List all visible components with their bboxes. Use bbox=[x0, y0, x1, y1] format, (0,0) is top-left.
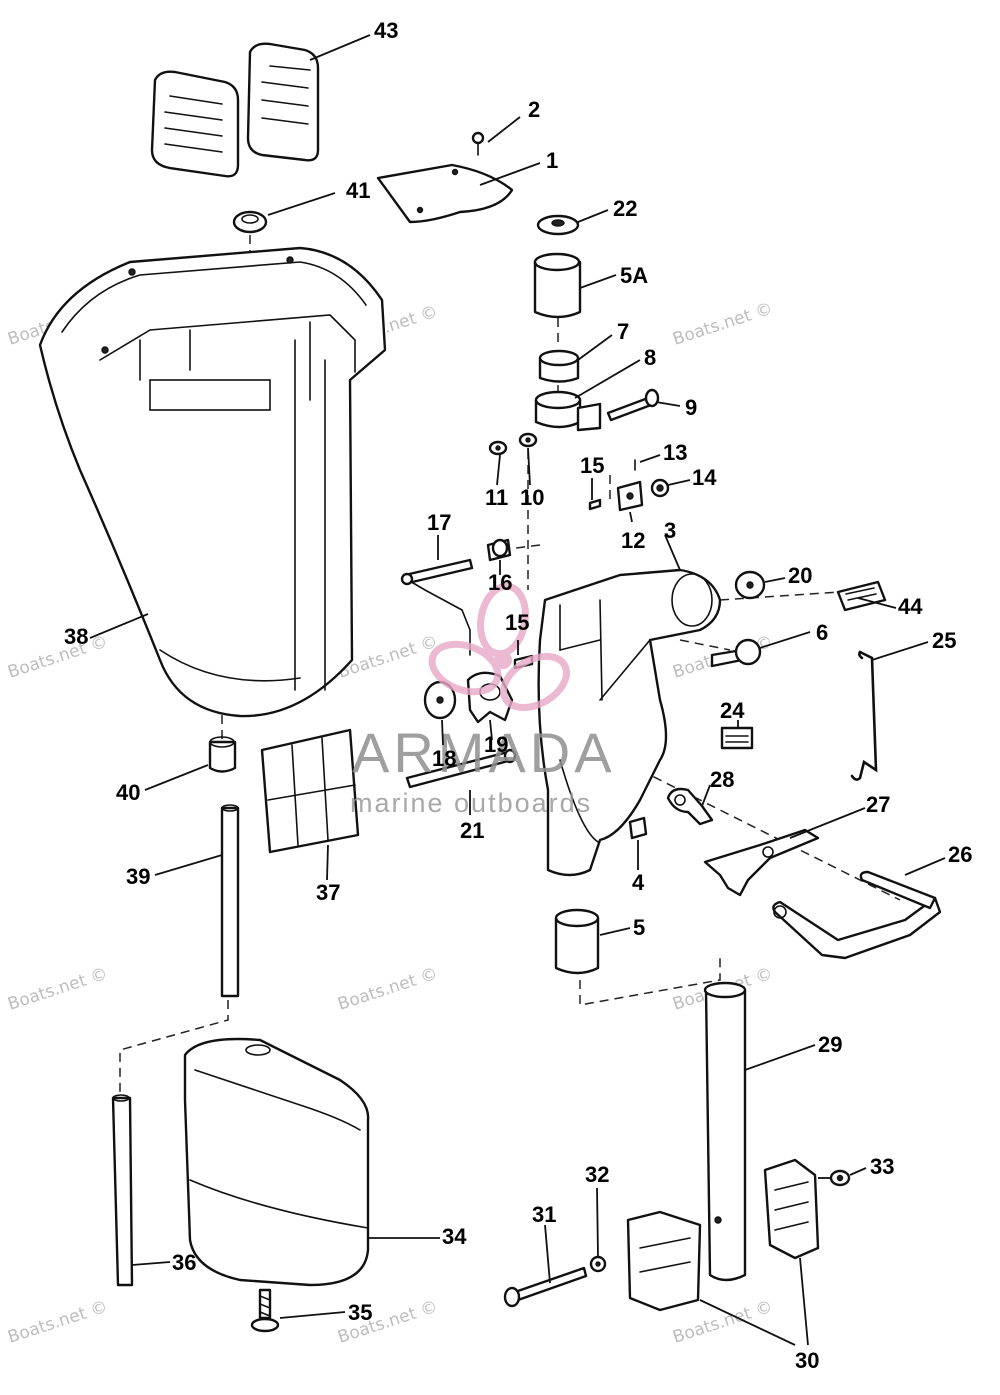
watermark: Boats.net © bbox=[335, 964, 440, 1015]
callout-35: 35 bbox=[348, 1300, 372, 1325]
callout-36: 36 bbox=[172, 1250, 196, 1275]
callout-27: 27 bbox=[866, 792, 890, 817]
callout-26: 26 bbox=[948, 842, 972, 867]
part-29-steering-tube[interactable] bbox=[703, 981, 747, 1282]
callout-4: 4 bbox=[632, 870, 645, 895]
part-10-washer[interactable] bbox=[518, 432, 538, 448]
callout-19: 19 bbox=[484, 732, 508, 757]
callout-41: 41 bbox=[346, 178, 370, 203]
part-12-block[interactable] bbox=[616, 480, 644, 512]
part-32-washer[interactable] bbox=[589, 1255, 607, 1273]
callout-15-upper: 15 bbox=[580, 453, 604, 478]
part-36-rod[interactable] bbox=[111, 1094, 134, 1287]
part-16-bushing[interactable] bbox=[486, 538, 512, 562]
part-38-driveshaft-housing[interactable] bbox=[38, 246, 387, 718]
part-30-clamp-right[interactable] bbox=[763, 1158, 820, 1260]
callout-labels: 43 2 1 41 22 5A 7 8 9 13 14 15 11 10 12 … bbox=[64, 18, 972, 1373]
callout-8: 8 bbox=[644, 345, 656, 370]
part-37-rubber-mount[interactable] bbox=[260, 728, 360, 854]
part-4-screw[interactable] bbox=[628, 816, 648, 840]
logo-subtitle: marine outboards bbox=[350, 788, 592, 818]
part-5-bushing[interactable] bbox=[554, 908, 600, 975]
callout-6: 6 bbox=[816, 620, 828, 645]
part-22-bearing[interactable] bbox=[536, 214, 580, 236]
callout-5a: 5A bbox=[620, 263, 648, 288]
callout-1: 1 bbox=[546, 148, 558, 173]
part-27-tilt-bracket[interactable] bbox=[703, 828, 820, 897]
watermark: Boats.net © bbox=[5, 964, 110, 1015]
callout-40: 40 bbox=[116, 780, 140, 805]
callout-20: 20 bbox=[788, 563, 812, 588]
part-40-bushing[interactable] bbox=[208, 736, 237, 773]
callout-32: 32 bbox=[585, 1162, 609, 1187]
callout-28: 28 bbox=[710, 767, 734, 792]
callout-30: 30 bbox=[795, 1348, 819, 1373]
callout-14: 14 bbox=[692, 465, 717, 490]
part-26-tilt-lever[interactable] bbox=[772, 870, 942, 960]
part-9-bolt[interactable] bbox=[606, 388, 660, 422]
part-2-screw[interactable] bbox=[471, 131, 485, 156]
logo-title: ARMADA bbox=[352, 721, 616, 784]
part-6-bolt[interactable] bbox=[710, 638, 762, 668]
part-43-cover-brackets[interactable] bbox=[150, 42, 320, 178]
callout-18: 18 bbox=[432, 746, 456, 771]
callout-11: 11 bbox=[485, 485, 508, 510]
callout-2: 2 bbox=[528, 97, 540, 122]
callout-39: 39 bbox=[126, 864, 150, 889]
part-30-clamp-left[interactable] bbox=[626, 1210, 702, 1312]
callout-10: 10 bbox=[520, 485, 544, 510]
part-33-nut[interactable] bbox=[829, 1169, 851, 1187]
callout-22: 22 bbox=[613, 196, 637, 221]
callout-24: 24 bbox=[720, 698, 745, 723]
leader-lines bbox=[89, 34, 946, 1346]
callout-31: 31 bbox=[532, 1202, 556, 1227]
callout-34: 34 bbox=[442, 1224, 467, 1249]
callout-15-lower: 15 bbox=[505, 610, 529, 635]
callout-7: 7 bbox=[617, 319, 629, 344]
callout-38: 38 bbox=[64, 624, 88, 649]
part-1-plate[interactable] bbox=[376, 163, 514, 224]
callout-13: 13 bbox=[663, 440, 687, 465]
part-31-bolt[interactable] bbox=[503, 1266, 588, 1308]
callout-44: 44 bbox=[898, 594, 923, 619]
callout-29: 29 bbox=[818, 1032, 842, 1057]
callout-17: 17 bbox=[427, 510, 451, 535]
watermark: Boats.net © bbox=[670, 299, 775, 350]
part-11-washer[interactable] bbox=[488, 440, 508, 456]
part-17-throttle-link[interactable] bbox=[400, 558, 474, 656]
part-41-grommet[interactable] bbox=[232, 210, 268, 234]
callout-12: 12 bbox=[621, 528, 645, 553]
watermark: Boats.net © bbox=[5, 632, 110, 683]
part-28-spring[interactable] bbox=[666, 787, 714, 826]
part-34-exhaust-housing[interactable] bbox=[183, 1037, 370, 1287]
part-44-decal[interactable] bbox=[836, 580, 887, 612]
callout-25: 25 bbox=[932, 628, 956, 653]
part-20-washer[interactable] bbox=[734, 570, 766, 600]
part-25-spring-wire[interactable] bbox=[850, 650, 878, 781]
part-14-nut[interactable] bbox=[650, 478, 670, 498]
callout-33: 33 bbox=[870, 1154, 894, 1179]
part-15-pin-upper[interactable] bbox=[588, 498, 602, 511]
callout-9: 9 bbox=[685, 395, 697, 420]
callout-43: 43 bbox=[374, 18, 398, 43]
watermark: Boats.net © bbox=[5, 1297, 110, 1348]
part-5a-sleeve[interactable] bbox=[533, 252, 582, 319]
part-21-pivot-pin[interactable] bbox=[405, 748, 517, 789]
part-7-bushing[interactable] bbox=[538, 349, 580, 383]
part-39-rod[interactable] bbox=[220, 804, 240, 998]
part-3-swivel-bracket[interactable] bbox=[537, 568, 722, 877]
part-35-screw[interactable] bbox=[250, 1288, 280, 1333]
callout-5: 5 bbox=[633, 915, 645, 940]
part-8-clamp[interactable] bbox=[534, 390, 602, 432]
callout-3: 3 bbox=[664, 518, 676, 543]
part-24-label[interactable] bbox=[720, 726, 754, 750]
callout-37: 37 bbox=[316, 880, 340, 905]
propeller-icon bbox=[428, 582, 570, 712]
callout-16: 16 bbox=[488, 570, 512, 595]
callout-21: 21 bbox=[460, 818, 484, 843]
